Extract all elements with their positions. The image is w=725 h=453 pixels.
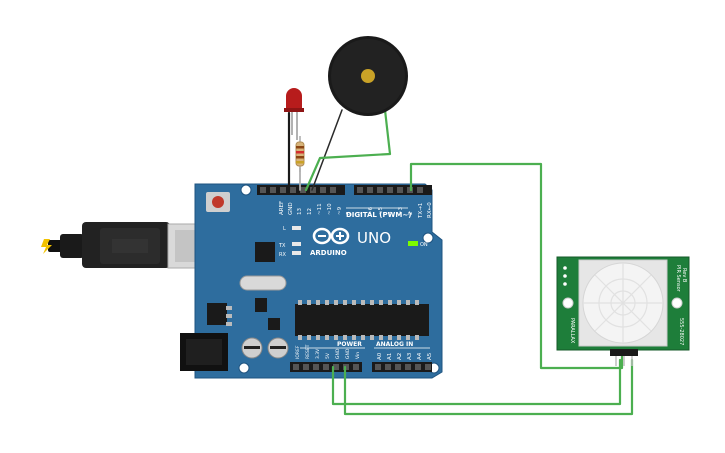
wires xyxy=(287,108,634,416)
on-label: ON xyxy=(420,242,428,248)
pin-label: 4 xyxy=(388,211,394,215)
wire-buzzer-signal[interactable] xyxy=(304,108,392,192)
pin-label: ~3 xyxy=(398,206,404,215)
pin-label: IOREF xyxy=(295,345,301,359)
pir-brand-label: PARALLAX xyxy=(569,318,575,344)
pin-label: Vin xyxy=(355,352,361,359)
analog-pin-labels: A0 A1 A2 A3 A4 A5 xyxy=(377,352,433,360)
pin-label: ~9 xyxy=(337,206,343,215)
pin-label: ~6 xyxy=(368,206,374,215)
pin-label: A5 xyxy=(427,352,433,360)
pin-label: 7 xyxy=(358,211,364,215)
crystal xyxy=(239,275,287,291)
arduino-uno-board: AREF GND 13 12 ~11 ~10 ~9 8 7 ~6 ~5 4 ~3… xyxy=(180,183,443,379)
pin-label: AREF xyxy=(279,201,285,215)
fresnel-lens-icon xyxy=(583,263,663,343)
piezo-buzzer[interactable] xyxy=(328,36,408,116)
led-label-tx: TX xyxy=(278,243,286,249)
pin-label: GND xyxy=(288,202,294,215)
lightning-icon xyxy=(41,239,52,254)
pir-part-label: 555-28027 xyxy=(678,318,684,345)
pin-label: 3.3V xyxy=(315,348,321,359)
wire-buzzer-gnd[interactable] xyxy=(311,109,343,191)
pir-rev-label: Rev B xyxy=(681,268,687,283)
usb-chip xyxy=(255,242,275,262)
wire-pir-gnd[interactable] xyxy=(343,358,634,416)
led-label-rx: RX xyxy=(279,252,286,258)
power-pin-labels: IOREF RESET 3.3V 5V GND GND Vin xyxy=(295,344,361,359)
pin-label: 2 xyxy=(408,212,414,216)
led-label-l: L xyxy=(283,226,286,232)
pin-label: A3 xyxy=(407,352,413,360)
pin-label: A0 xyxy=(377,352,383,360)
resistor[interactable] xyxy=(295,136,305,172)
voltage-regulator xyxy=(207,303,227,325)
pin-label: ~10 xyxy=(327,203,333,215)
pir-header xyxy=(610,349,638,356)
onboard-leds: L TX RX xyxy=(278,226,301,258)
pin-label: 13 xyxy=(297,208,303,215)
reset-button[interactable] xyxy=(206,192,230,212)
pin-label: ~11 xyxy=(317,203,323,215)
pin-label: A2 xyxy=(397,353,403,360)
pin-label: TX→1 xyxy=(418,203,424,219)
power-header-label: POWER xyxy=(337,341,362,348)
capacitors xyxy=(241,337,289,359)
pin-label: ~5 xyxy=(378,206,384,215)
pin-label: 12 xyxy=(307,208,313,215)
power-jack xyxy=(180,333,228,371)
top-pin-labels: AREF GND 13 12 ~11 ~10 ~9 8 7 ~6 ~5 4 ~3… xyxy=(279,201,433,219)
arduino-brand-text: ARDUINO xyxy=(310,249,347,257)
red-led[interactable] xyxy=(284,88,304,140)
on-led xyxy=(408,241,418,246)
pir-sensor[interactable]: PARALLAX 555-28027 PIR Sensor Rev B xyxy=(556,256,690,366)
atmega-chip xyxy=(295,300,429,340)
pin-label: A4 xyxy=(417,352,423,360)
pin-label: A1 xyxy=(387,353,393,360)
pin-label: RESET xyxy=(305,344,311,359)
pin-label: 5V xyxy=(325,352,331,359)
pin-label: GND xyxy=(345,348,351,359)
pir-model-label: PIR Sensor xyxy=(675,265,681,293)
uno-logo-text: UNO xyxy=(357,229,391,247)
digital-header-label: DIGITAL (PWM~) xyxy=(346,211,411,219)
pin-label: GND xyxy=(335,348,341,359)
arduino-logo-icon xyxy=(312,227,350,245)
wire-pir-signal[interactable] xyxy=(409,162,624,370)
pin-label: 8 xyxy=(346,211,352,215)
wire-pir-vcc[interactable] xyxy=(331,358,622,406)
analog-header-label: ANALOG IN xyxy=(376,341,413,348)
pin-label: RX←0 xyxy=(427,202,433,218)
transistor xyxy=(255,298,267,312)
